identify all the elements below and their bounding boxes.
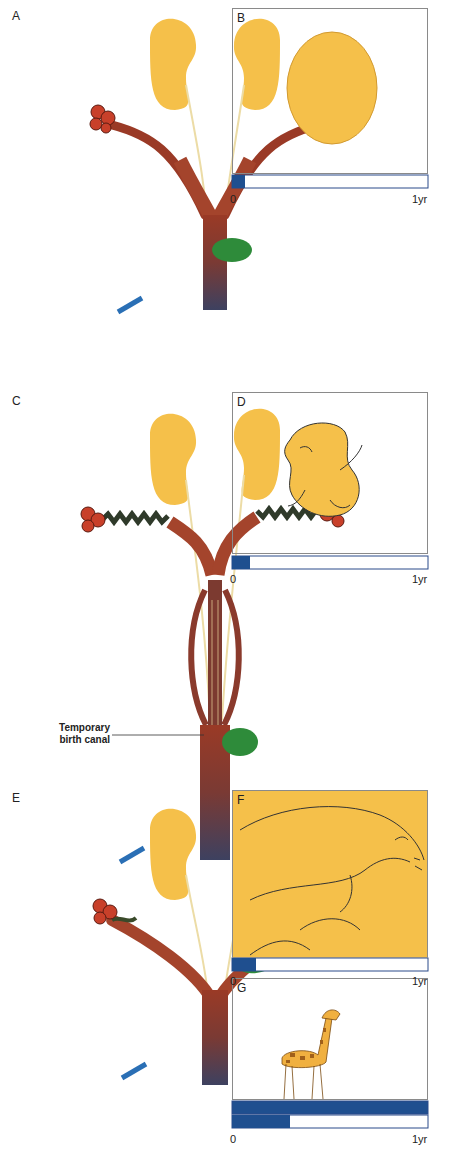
time-bar (232, 1101, 428, 1128)
axis-tick: 0 (230, 193, 260, 205)
axis-tick: 1yr (412, 1133, 442, 1145)
panel-letter: B (237, 11, 245, 25)
axis-tick: 1yr (412, 573, 442, 585)
time-bar (232, 958, 428, 971)
panel-letter: C (12, 395, 42, 407)
egg (287, 32, 377, 144)
axis-tick: 0 (230, 573, 260, 585)
panel-letter: D (237, 395, 246, 409)
axis-tick: 1yr (412, 193, 442, 205)
panel-letter: F (237, 793, 244, 807)
panel-letter: G (237, 981, 246, 995)
panel-letter: E (12, 792, 42, 804)
panel-box: G (232, 978, 428, 1100)
axis-tick: 0 (230, 975, 260, 987)
panel-letter: A (12, 10, 42, 22)
callout-label: Temporary birth canal (40, 722, 110, 746)
rodent-outline (240, 807, 424, 955)
panel-box: D (232, 392, 428, 554)
rodent-young (233, 791, 427, 957)
time-bar (232, 556, 428, 569)
giraffe (282, 1010, 340, 1099)
panel-box: B (232, 8, 428, 174)
newborn-outline (288, 445, 362, 508)
axis-tick: 0 (230, 1133, 260, 1145)
axis-tick: 1yr (412, 975, 442, 987)
time-bar (232, 175, 428, 188)
panel-box: F (232, 790, 428, 958)
